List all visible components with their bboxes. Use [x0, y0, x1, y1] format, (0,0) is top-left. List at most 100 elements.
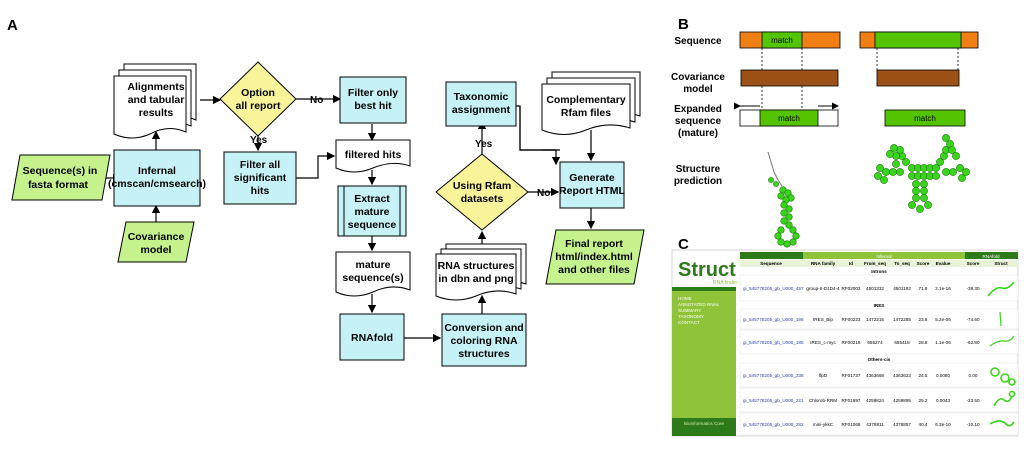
b-row-covariance-2: model: [683, 84, 713, 95]
c-r3-fam: ffpD: [819, 373, 828, 378]
c-section-others: Others-cis: [868, 357, 891, 362]
node-option: Option all report: [219, 61, 297, 137]
node-alignments-line3: results: [139, 107, 174, 119]
c-menu-contact[interactable]: CONTACT: [678, 320, 700, 325]
node-rnafold-line1: RNAfold: [351, 332, 393, 344]
c-r0-id: RF02003: [842, 286, 861, 291]
node-sequences-line2: fasta format: [28, 179, 89, 191]
node-final-line3: and other files: [558, 264, 630, 276]
node-sequences: Sequence(s) in fasta format: [11, 154, 111, 201]
c-r0-seq[interactable]: gi_545778205_gb_U000_457: [743, 286, 804, 291]
c-r2-to: 655418: [894, 340, 910, 345]
c-r1-to: 1472285: [893, 317, 911, 322]
node-filterbest-line2: best hit: [354, 100, 392, 112]
table-row: gi_545778205_gb_U000_185 IRES_c-myc RF00…: [739, 329, 1019, 355]
c-column-headers: Sequence RNA family Id From_seq To_seq S…: [740, 260, 1018, 267]
c-r2-score: 28.8: [919, 340, 928, 345]
node-option-line1: Option: [241, 87, 275, 99]
node-sequences-line1: Sequence(s) in: [23, 165, 98, 177]
panel-b: Sequence Covariance model Expanded seque…: [671, 31, 979, 248]
node-structures-line2: in dbn and png: [438, 273, 513, 285]
c-r5-from: 4378811: [866, 422, 884, 427]
node-extract-line3: sequence: [348, 219, 397, 231]
node-extract: Extract mature sequence: [337, 185, 407, 237]
node-covariance-model: Covariance model: [117, 221, 195, 263]
table-row: gi_545778205_gb_U000_457 group-II-D1D4-4…: [739, 274, 1019, 302]
node-mature-line1: mature: [355, 259, 390, 271]
node-mature-sequences: mature sequence(s): [335, 251, 411, 297]
c-menu-taxonomy[interactable]: TAXONOMY: [678, 314, 704, 319]
node-alignments-line1: Alignments: [127, 81, 184, 93]
node-complementary-line1: Complementary: [546, 94, 626, 106]
c-r0-eval: 2.1e-16: [935, 286, 951, 291]
c-r3-score: 24.5: [919, 373, 928, 378]
b-row-expanded-1: Expanded: [674, 104, 722, 115]
node-filterbest-line1: Filter only: [348, 87, 398, 99]
b-match-right: [874, 31, 962, 49]
node-conversion: Conversion and coloring RNA structures: [441, 313, 527, 367]
b-row-expanded-2: sequence: [675, 116, 722, 127]
node-final-line1: Final report: [565, 238, 623, 250]
node-structures-line1: RNA structures: [438, 260, 515, 272]
table-row: gi_545778205_gb_U000_282 mini-ykkC RF010…: [739, 412, 1019, 436]
panel-c-webpage: Struct RNA finder HOME ANNOTATED RNAs SU…: [671, 249, 1019, 437]
c-r2-seq[interactable]: gi_545778205_gb_U000_185: [743, 340, 804, 345]
c-menu-summary[interactable]: SUMMARY: [678, 308, 701, 313]
c-menu-home[interactable]: HOME: [678, 296, 692, 301]
b-exp-match-label-right: match: [914, 114, 936, 123]
c-col-sequence: Sequence: [760, 261, 782, 266]
node-filterall-line1: Filter all: [240, 159, 280, 171]
b-row-sequence: Sequence: [674, 36, 722, 47]
node-using-rfam: Using Rfam datasets: [435, 153, 529, 231]
c-col-struct: Struct: [994, 261, 1008, 266]
panel-label-a: A: [7, 17, 18, 34]
b-exp-match-right: [884, 109, 966, 127]
node-alignments-line2: and tabular: [128, 94, 185, 106]
c-menu-annotated[interactable]: ANNOTATED RNAs: [678, 302, 720, 307]
c-r1-id: RF00223: [842, 317, 861, 322]
b-structure-right: [874, 134, 970, 213]
node-conversion-line2: coloring RNA: [450, 335, 517, 347]
c-r1-from: 1472215: [866, 317, 884, 322]
edge-label-no-1: No: [310, 95, 323, 106]
b-row-structure-1: Structure: [676, 164, 721, 175]
node-taxonomic-line2: assignment: [452, 104, 511, 116]
c-r2-id: RF00216: [842, 340, 861, 345]
c-r5-score: 40.4: [919, 422, 928, 427]
c-r4-id: RF01697: [842, 398, 861, 403]
node-conversion-line1: Conversion and: [444, 322, 523, 334]
node-filter-best: Filter only best hit: [339, 76, 407, 124]
c-r2-struct-thumb: [989, 335, 1015, 347]
c-r4-seq[interactable]: gi_545778205_gb_U000_221: [743, 398, 804, 403]
c-r5-fam: mini-ykkC: [813, 422, 834, 427]
panel-label-b: B: [678, 16, 689, 33]
node-extract-line1: Extract: [354, 193, 390, 205]
node-filtered-line1: filtered hits: [345, 149, 402, 161]
node-final-report: Final report html/index.html and other f…: [545, 229, 645, 285]
c-header-bar-left: [740, 252, 803, 259]
edge-filterall-filtered: [296, 151, 336, 179]
node-generate-line2: Report HTML: [559, 185, 625, 197]
c-r5-seq[interactable]: gi_545778205_gb_U000_282: [743, 422, 804, 427]
c-r3-seq[interactable]: gi_545778205_gb_U000_338: [743, 373, 804, 378]
node-rfam-line2: datasets: [461, 193, 504, 205]
c-r1-seq[interactable]: gi_545778205_gb_U000_198: [743, 317, 804, 322]
b-exp-match-label-left: match: [778, 114, 800, 123]
c-header-rnafold: RNAfold: [982, 254, 1000, 259]
c-r5-to: 4378857: [893, 422, 911, 427]
c-r4-from: 4259824: [866, 398, 884, 403]
c-r2-from: 655274: [867, 340, 883, 345]
edge-label-no-2: No: [537, 188, 550, 199]
c-r3-eval: 0.0080: [936, 373, 950, 378]
node-rfam-line1: Using Rfam: [453, 180, 511, 192]
c-r3-to: 4363623: [893, 373, 911, 378]
panel-label-c: C: [678, 236, 689, 253]
node-conversion-line3: structures: [458, 348, 510, 360]
edge-taxonomic-generate: [519, 106, 561, 166]
c-r5-eval: 6.3e-10: [935, 422, 951, 427]
node-filtered-hits: filtered hits: [335, 139, 411, 173]
c-r1-score2: -74.60: [966, 317, 979, 322]
node-alignments: Alignments and tabular results: [113, 63, 197, 139]
edge-label-yes-2: Yes: [475, 139, 493, 150]
